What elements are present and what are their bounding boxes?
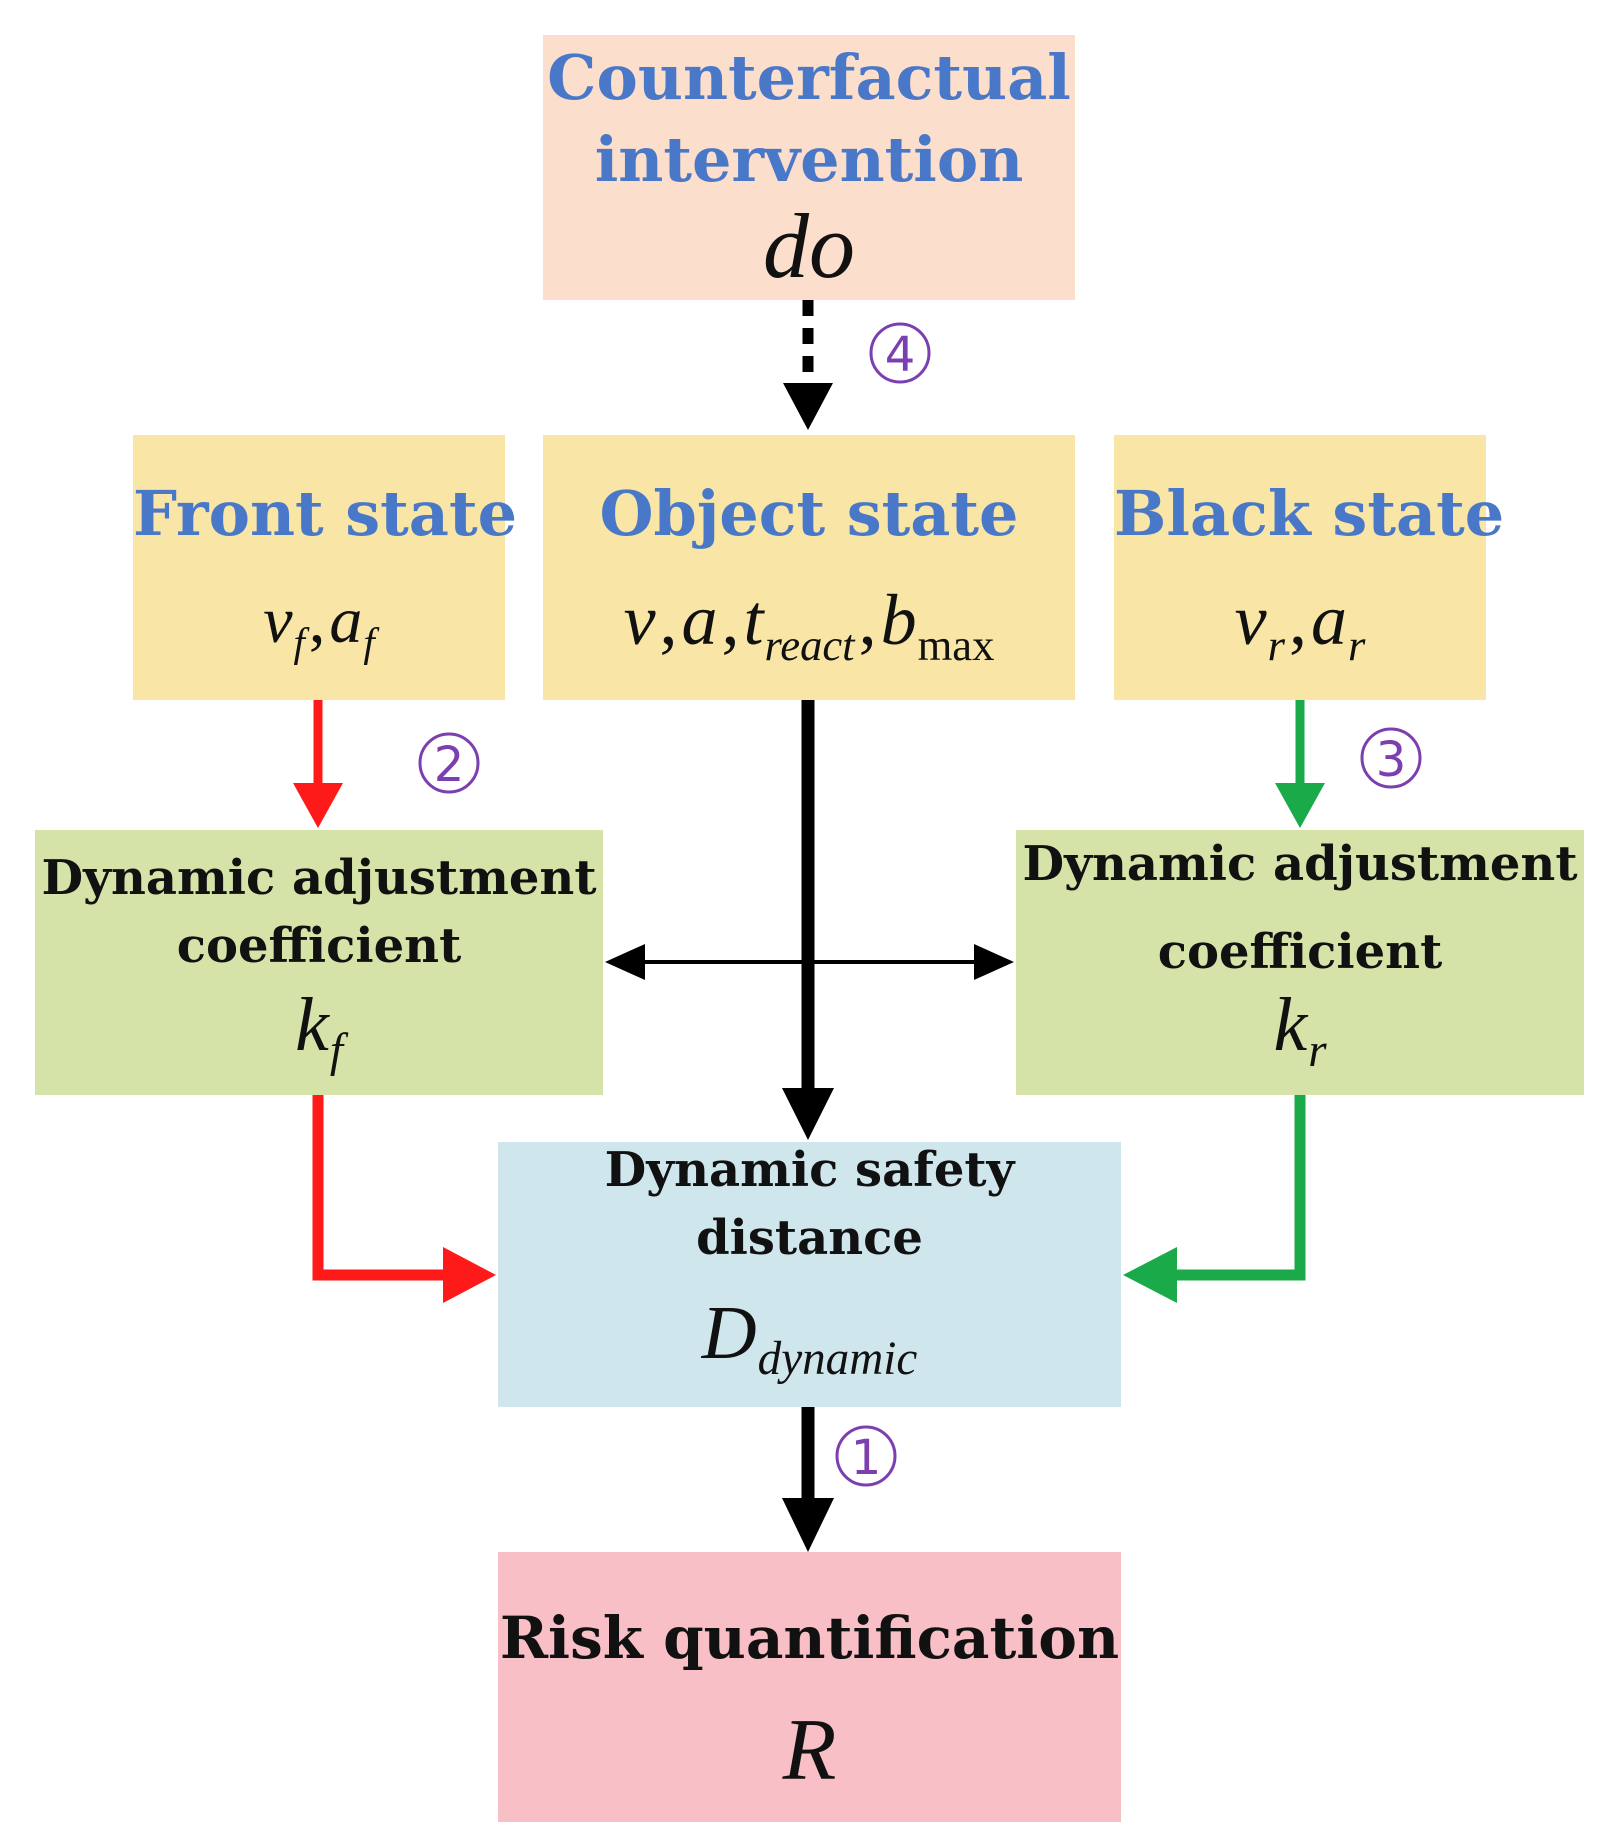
front-state-title: Front state: [133, 477, 518, 550]
front-coefficient-sub: f: [329, 1025, 343, 1078]
green-arrow-head-1: [1275, 783, 1325, 828]
front-coefficient-k: k: [295, 983, 329, 1067]
badge-three: 3: [1360, 727, 1422, 789]
risk-quantification-box: Risk quantification R: [498, 1552, 1121, 1822]
front-coefficient-title-line1: Dynamic adjustment: [41, 850, 597, 906]
object-state-variables: v,a,treact,bmax: [623, 580, 995, 670]
badge-four: 4: [869, 322, 931, 384]
rear-coefficient-box: Dynamic adjustment coefficient kr: [1016, 830, 1584, 1095]
rear-coefficient-symbol: kr: [1016, 982, 1584, 1078]
black-arrow-head-1: [782, 1088, 834, 1140]
double-arrow-head-right: [974, 944, 1014, 980]
object-state-box: Object state v,a,treact,bmax: [543, 435, 1075, 700]
front-state-variables: vf,af: [263, 584, 375, 666]
counterfactual-title-line2: intervention: [594, 123, 1024, 196]
badge-two: 2: [418, 732, 480, 794]
object-reaction-time: t: [743, 580, 764, 660]
svg-text:1: 1: [851, 1430, 882, 1486]
front-acceleration-sub: f: [363, 620, 375, 666]
object-braking-sub: max: [917, 619, 995, 670]
safety-distance-title-line1: Dynamic safety: [604, 1142, 1015, 1198]
green-elbow-arrow: [1170, 1095, 1306, 1281]
black-acceleration-sub: r: [1347, 619, 1366, 670]
safety-distance-sub: dynamic: [757, 1333, 918, 1386]
badge-one: 1: [835, 1425, 897, 1487]
black-velocity-sub: r: [1267, 619, 1285, 670]
front-acceleration: a: [329, 584, 363, 657]
front-coefficient-title-line2: coefficient: [176, 918, 462, 974]
double-arrow-head-left: [605, 944, 645, 980]
front-coefficient-box: Dynamic adjustment coefficient kf: [35, 830, 603, 1095]
black-state-title: Black state: [1114, 477, 1505, 550]
front-state-box: Front state vf,af: [133, 435, 518, 700]
svg-text:2: 2: [434, 737, 465, 793]
object-acceleration: a: [681, 580, 718, 660]
rear-coefficient-title-line1: Dynamic adjustment: [1022, 836, 1578, 892]
dotted-arrow-head: [783, 383, 833, 430]
risk-quantification-title: Risk quantification: [499, 1604, 1120, 1672]
safety-distance-symbol: Ddynamic: [498, 1290, 1121, 1386]
red-arrow-head-1: [293, 783, 343, 828]
black-state-box: Black state vr,ar: [1114, 435, 1505, 700]
front-velocity-sub: f: [293, 620, 305, 666]
counterfactual-box: Counterfactual intervention do: [543, 35, 1075, 300]
rear-coefficient-sub: r: [1308, 1025, 1327, 1078]
counterfactual-title-line1: Counterfactual: [547, 41, 1071, 114]
rear-coefficient-k: k: [1273, 983, 1308, 1067]
rear-coefficient-title-line2: coefficient: [1157, 924, 1443, 980]
svg-text:3: 3: [1376, 732, 1407, 788]
svg-text:4: 4: [885, 327, 916, 383]
front-coefficient-symbol: kf: [35, 982, 603, 1078]
red-elbow-arrow: [312, 1095, 450, 1281]
object-state-title: Object state: [599, 477, 1019, 550]
black-velocity: v: [1234, 580, 1267, 660]
object-reaction-time-sub: react: [764, 619, 855, 670]
front-velocity: v: [263, 584, 293, 657]
black-acceleration: a: [1310, 580, 1347, 660]
red-arrow-head-2: [443, 1247, 496, 1303]
black-arrow-head-2: [782, 1498, 834, 1552]
black-state-variables: vr,ar: [1234, 580, 1366, 670]
safety-distance-title-line2: distance: [696, 1210, 923, 1266]
counterfactual-symbol: do: [763, 195, 855, 297]
green-arrow-head-2: [1123, 1247, 1177, 1303]
safety-distance-d: D: [701, 1291, 757, 1375]
safety-distance-box: Dynamic safety distance Ddynamic: [498, 1142, 1121, 1407]
risk-quantification-symbol: R: [782, 1702, 837, 1799]
object-braking: b: [880, 580, 917, 660]
object-velocity: v: [623, 580, 656, 660]
